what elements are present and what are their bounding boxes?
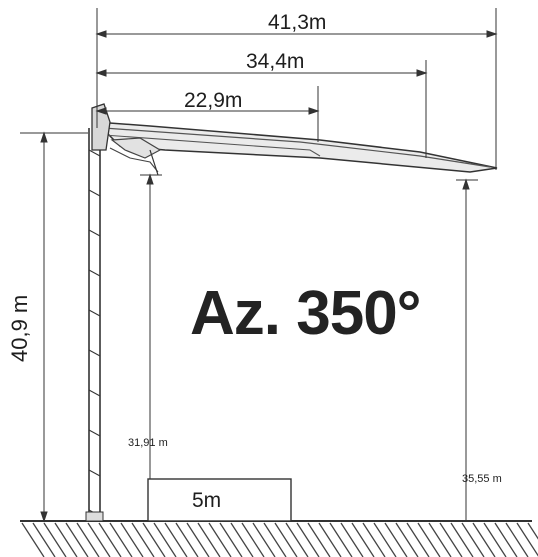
hatch-line bbox=[373, 522, 397, 557]
hatch-line bbox=[351, 522, 375, 557]
hatch-line bbox=[54, 522, 78, 557]
hatch-line bbox=[87, 522, 111, 557]
hatch-line bbox=[76, 522, 100, 557]
hatch-line bbox=[417, 522, 441, 557]
hatch-line bbox=[439, 522, 463, 557]
hatch-line bbox=[230, 522, 254, 557]
hatch-line bbox=[21, 522, 45, 557]
hatch-line bbox=[505, 522, 529, 557]
mast-rung bbox=[88, 469, 101, 477]
mast-height-label: 40,9 m bbox=[7, 294, 32, 362]
hatch-line bbox=[516, 522, 538, 557]
mast-rung bbox=[88, 389, 101, 397]
hatch-line bbox=[428, 522, 452, 557]
hatch-line bbox=[120, 522, 144, 557]
mast-rung bbox=[88, 429, 101, 437]
boom bbox=[91, 103, 498, 176]
hatch-line bbox=[362, 522, 386, 557]
mast-rung bbox=[88, 309, 101, 317]
base-block bbox=[147, 478, 292, 522]
hatch-line bbox=[494, 522, 518, 557]
clearance-low-label: 31,91 m bbox=[128, 437, 168, 449]
hatch-line bbox=[340, 522, 364, 557]
mast-rung bbox=[88, 229, 101, 237]
ground bbox=[20, 520, 538, 557]
ground-hatching bbox=[21, 522, 538, 557]
hatch-line bbox=[263, 522, 287, 557]
clearance-high-label: 35,55 m bbox=[462, 473, 502, 485]
hatch-line bbox=[318, 522, 342, 557]
hatch-line bbox=[32, 522, 56, 557]
base-width-label: 5m bbox=[192, 489, 222, 512]
azimuth-label: Az. 350° bbox=[190, 279, 421, 348]
hatch-line bbox=[153, 522, 177, 557]
hatch-line bbox=[285, 522, 309, 557]
hatch-line bbox=[307, 522, 331, 557]
span-outer-label: 41,3m bbox=[268, 11, 327, 34]
mast-rung bbox=[88, 269, 101, 277]
hatch-line bbox=[142, 522, 166, 557]
hatch-line bbox=[252, 522, 276, 557]
hatch-line bbox=[197, 522, 221, 557]
mast-rung bbox=[88, 149, 101, 157]
span-middle-label: 34,4m bbox=[246, 50, 305, 73]
hatch-line bbox=[406, 522, 430, 557]
hatch-line bbox=[483, 522, 507, 557]
span-inner-label: 22,9m bbox=[184, 89, 243, 112]
hatch-line bbox=[395, 522, 419, 557]
hatch-line bbox=[219, 522, 243, 557]
hatch-line bbox=[329, 522, 353, 557]
hatch-line bbox=[98, 522, 122, 557]
hatch-line bbox=[43, 522, 67, 557]
mast-rung bbox=[88, 349, 101, 357]
hatch-line bbox=[186, 522, 210, 557]
hatch-line bbox=[164, 522, 188, 557]
hatch-line bbox=[527, 522, 538, 540]
hatch-line bbox=[241, 522, 265, 557]
hatch-line bbox=[109, 522, 133, 557]
hatch-line bbox=[175, 522, 199, 557]
hatch-line bbox=[461, 522, 485, 557]
mast-lattice bbox=[88, 149, 101, 517]
hatch-line bbox=[65, 522, 89, 557]
mast bbox=[85, 128, 104, 522]
dimension-lines bbox=[20, 8, 498, 523]
hatch-line bbox=[296, 522, 320, 557]
hatch-line bbox=[131, 522, 155, 557]
hatch-line bbox=[208, 522, 232, 557]
hatch-line bbox=[384, 522, 408, 557]
hatch-line bbox=[274, 522, 298, 557]
hatch-line bbox=[472, 522, 496, 557]
hatch-line bbox=[450, 522, 474, 557]
mast-rung bbox=[88, 189, 101, 197]
